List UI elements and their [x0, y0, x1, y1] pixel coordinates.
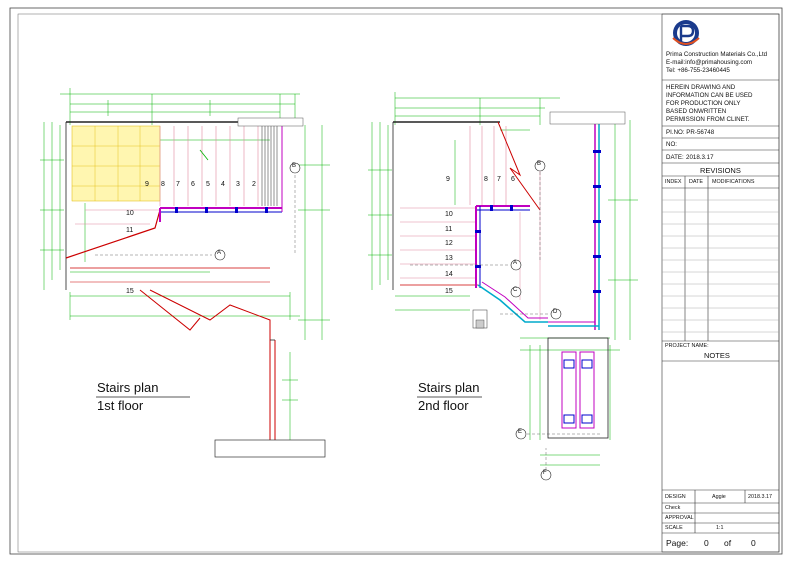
plan2-axis-c: [510, 286, 522, 298]
plan1-step-5: 5: [206, 181, 210, 188]
notice-line-5: PERMISSION FROM CLINET.: [666, 116, 750, 123]
rev-col-modifications: MODIFICATIONS: [712, 179, 755, 185]
notice-line-1: HEREIN DRAWING AND: [666, 84, 736, 91]
plan2-dimensions: [368, 92, 638, 466]
plan1-axis-b-label: B: [292, 163, 297, 169]
plan2-step-11: 11: [445, 226, 453, 233]
plan1-step-6: 6: [191, 181, 195, 188]
design-date: 2018.3.17: [748, 494, 772, 500]
plan2-beams: [472, 121, 610, 330]
plan2-step-9: 9: [446, 176, 450, 183]
page-total: 0: [751, 538, 756, 548]
company-logo: [672, 20, 700, 46]
design-value: Aggie: [712, 494, 726, 500]
plan2-step-6: 6: [511, 176, 515, 183]
plan2-step-10: 10: [445, 211, 453, 218]
date-label: DATE:: [666, 154, 684, 161]
plan1-floor-slab: [214, 439, 326, 458]
plan1-step-15: 15: [126, 288, 134, 295]
plan1-title: Stairs plan: [97, 380, 159, 395]
notice-line-2: INFORMATION CAN BE USED: [666, 92, 753, 99]
plan2-subtitle: 2nd floor: [418, 398, 469, 413]
plan1-subtitle: 1st floor: [97, 398, 144, 413]
plan1-rail-hatch: [261, 122, 278, 206]
plan2-axis-a: [410, 259, 522, 271]
design-label: DESIGN: [665, 494, 686, 500]
plan2-axis-f: [540, 448, 552, 481]
check-label: Check: [665, 505, 681, 511]
scale-value: 1:1: [716, 525, 724, 531]
title-block-frame: [661, 13, 780, 553]
plan1-step-7: 7: [176, 181, 180, 188]
notice-line-4: BASED ONWRITTEN: [666, 108, 727, 115]
company-email: E-mail:info@primahousing.com: [666, 59, 753, 66]
plan-2nd-floor: [368, 92, 638, 481]
plan2-axis-d: [500, 308, 562, 320]
plan2-title: Stairs plan: [418, 380, 480, 395]
plan2-axis-c-label: C: [513, 287, 518, 293]
page-number: 0: [704, 538, 709, 548]
company-tel: Tel: +86-755-23460445: [666, 67, 730, 74]
scale-label: SCALE: [665, 525, 683, 531]
plan1-step-8: 8: [161, 181, 165, 188]
plan-1st-floor: [40, 88, 330, 458]
page-label: Page:: [666, 538, 689, 548]
plan1-step-4: 4: [221, 181, 225, 188]
plan2-step-12: 12: [445, 240, 453, 247]
plan2-axis-e: [515, 428, 600, 440]
plan1-step-11: 11: [126, 227, 134, 234]
plan1-direction-marker: [199, 149, 209, 161]
plan1-axis-a: [95, 249, 226, 261]
inner-border: [17, 13, 780, 553]
plan1-top-slab: [237, 117, 304, 127]
plan2-axis-b-label: B: [537, 161, 542, 167]
approval-label: APPROVAL: [665, 515, 694, 521]
page-of-label: of: [724, 538, 732, 548]
plan2-axis-d-label: D: [553, 309, 558, 315]
plan2-axis-e-label: E: [518, 429, 523, 435]
company-name: Prima Construction Materials Co.,Ltd: [666, 51, 768, 58]
notes-title: NOTES: [704, 351, 730, 360]
notice-line-3: FOR PRODUCTION ONLY: [666, 100, 741, 107]
plan1-step-9: 9: [145, 181, 149, 188]
plan2-axis-f-label: F: [543, 470, 547, 476]
plan1-landing-treads: [71, 125, 161, 202]
outer-border: [9, 7, 783, 555]
plan2-axis-b: [534, 160, 546, 260]
plan2-step-14: 14: [445, 271, 453, 278]
plan2-step-7: 7: [497, 176, 501, 183]
plan2-step-8: 8: [484, 176, 488, 183]
date-value: 2018.3.17: [686, 154, 714, 161]
plan2-flight-treads: [400, 126, 507, 279]
pi-number: PI.NO: PR-56748: [666, 129, 715, 136]
plan1-flight-treads: [75, 126, 259, 225]
plan2-axis-a-label: A: [513, 260, 518, 266]
plan1-step-2: 2: [252, 181, 256, 188]
project-name-label: PROJECT NAME:: [665, 343, 709, 349]
plan1-step-10: 10: [126, 210, 134, 217]
plan2-step-13: 13: [445, 255, 453, 262]
plan2-step-15: 15: [445, 288, 453, 295]
plan1-axis-a-label: A: [217, 250, 222, 256]
plan1-axis-b: [289, 162, 301, 255]
rev-col-index: INDEX: [665, 179, 682, 185]
revision-rows: [662, 199, 779, 333]
plan2-landing: [547, 337, 609, 439]
rev-col-date: DATE: [689, 179, 703, 185]
plan1-beam: [159, 122, 283, 222]
plan2-top-slab: [549, 111, 626, 125]
no-label: NO:: [666, 141, 678, 148]
plan1-step-3: 3: [236, 181, 240, 188]
revisions-title: REVISIONS: [700, 166, 741, 175]
